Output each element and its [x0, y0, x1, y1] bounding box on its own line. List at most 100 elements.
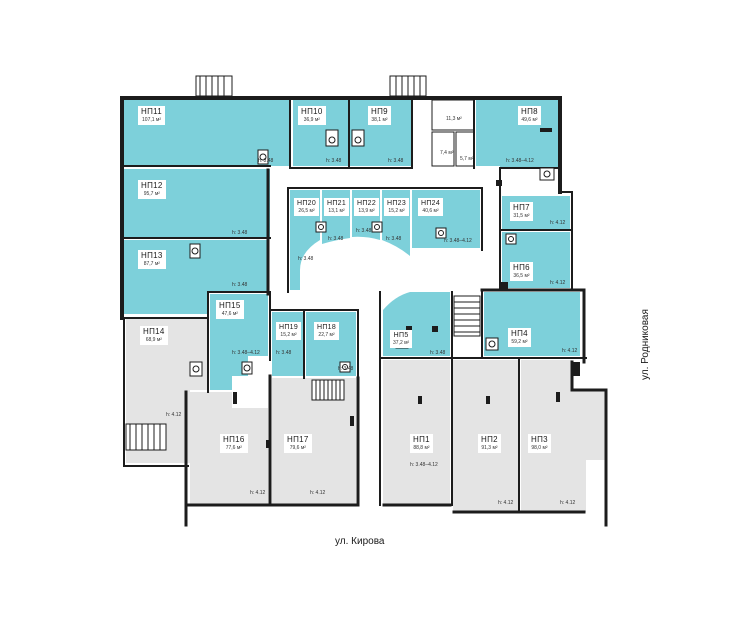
height-np17: h: 4.12: [310, 490, 326, 496]
unit-area: 107,1 м²: [142, 117, 162, 123]
unit-area: 37,2 м²: [393, 340, 410, 346]
unit-area: 77,6 м²: [225, 445, 242, 451]
height-np10: h: 3.48: [326, 158, 342, 164]
label-np12: НП12 95,7 м²: [138, 180, 166, 199]
unit-area: 79,6 м²: [289, 445, 306, 451]
label-np24: НП24 40,6 м²: [418, 198, 444, 216]
height-np8: h: 3.48–4.12: [506, 158, 534, 164]
street-right: ул. Родниковая: [640, 309, 651, 380]
unit-area: 91,3 м²: [481, 445, 498, 451]
unit-np1[interactable]: [383, 360, 450, 505]
unit-name: НП4: [511, 329, 528, 338]
label-np2: НП2 91,3 м²: [478, 434, 501, 453]
height-np19: h: 3.48: [276, 350, 292, 356]
unit-np17[interactable]: [272, 378, 356, 505]
height-np14: h: 4.12: [166, 412, 182, 418]
unit-name: НП6: [513, 263, 530, 272]
height-np4: h: 4.12: [562, 348, 578, 354]
unit-name: НП22: [357, 200, 377, 207]
unit-np3[interactable]: [521, 360, 606, 512]
unit-area: 87,7 м²: [143, 261, 160, 267]
unit-name: НП9: [371, 107, 388, 116]
height-np6: h: 4.12: [550, 280, 566, 286]
unit-name: НП14: [143, 327, 165, 336]
label-np20: НП20 26,5 м²: [294, 198, 320, 216]
room-c-area: 5,7 м²: [460, 156, 474, 162]
unit-area: 40,6 м²: [422, 208, 439, 214]
columns: [233, 128, 580, 448]
unit-area: 59,2 м²: [511, 339, 528, 345]
room-b-area: 7,4 м²: [440, 150, 454, 156]
unit-area: 15,2 м²: [388, 208, 405, 214]
height-np13: h: 3.48: [232, 282, 248, 288]
unit-name: НП12: [141, 181, 163, 190]
room-a: [431, 99, 475, 131]
label-np11: НП11 107,1 м²: [138, 106, 166, 125]
aux-rooms: [431, 99, 475, 167]
height-np23: h: 3.48: [386, 236, 402, 242]
unit-name: НП13: [141, 251, 163, 260]
label-np23: НП23 15,2 м²: [384, 198, 410, 216]
label-np5: НП5 37,2 м²: [390, 330, 413, 348]
room-b: [431, 131, 455, 167]
label-np1: НП1 88,8 м²: [410, 434, 433, 453]
toilet-icon: [189, 129, 555, 377]
height-np22: h: 3.48: [356, 228, 372, 234]
stair-icon: [453, 295, 481, 337]
unit-area: 47,6 м²: [221, 311, 238, 317]
unit-area: 26,5 м²: [298, 208, 315, 214]
unit-name: НП20: [297, 200, 317, 207]
label-np8: НП8 49,6 м²: [518, 106, 541, 125]
height-np18: h: 3.48: [338, 366, 354, 372]
stair-icon: [195, 75, 427, 97]
label-np7: НП7 31,5 м²: [510, 202, 533, 221]
unit-area: 22,7 м²: [318, 332, 335, 338]
label-np3: НП3 98,0 м²: [528, 434, 551, 453]
unit-name: НП10: [301, 107, 323, 116]
unit-name: НП19: [279, 324, 299, 331]
walls: [120, 96, 608, 527]
label-np14: НП14 68,9 м²: [140, 326, 168, 345]
unit-name: НП24: [421, 200, 441, 207]
label-np15: НП15 47,6 м²: [216, 300, 244, 319]
unit-name: НП5: [393, 332, 409, 339]
height-np24: h: 3.48–4.12: [444, 238, 472, 244]
label-np19: НП19 15,2 м²: [276, 322, 302, 340]
label-np6: НП6 36,5 м²: [510, 262, 533, 281]
label-np13: НП13 87,7 м²: [138, 250, 166, 269]
height-np12: h: 3.48: [232, 230, 248, 236]
unit-area: 38,1 м²: [371, 117, 388, 123]
height-np21: h: 3.48: [328, 236, 344, 242]
room-a-area: 11,3 м²: [446, 116, 462, 122]
unit-area: 15,2 м²: [280, 332, 297, 338]
label-np21: НП21 13,1 м²: [324, 198, 350, 216]
unit-area: 36,9 м²: [303, 117, 320, 123]
height-np1: h: 3.48–4.12: [410, 462, 438, 468]
label-np16: НП16 77,6 м²: [220, 434, 248, 453]
unit-name: НП8: [521, 107, 538, 116]
height-np11: h: 3.48: [258, 158, 274, 164]
height-np9: h: 3.48: [388, 158, 404, 164]
unit-name: НП21: [327, 200, 347, 207]
unit-area: 68,9 м²: [145, 337, 162, 343]
unit-area: 31,5 м²: [513, 213, 530, 219]
unit-area: 88,8 м²: [413, 445, 430, 451]
label-np22: НП22 13,9 м²: [354, 198, 380, 216]
unit-name: НП23: [387, 200, 407, 207]
height-np20: h: 3.48: [298, 256, 314, 262]
unit-area: 49,6 м²: [521, 117, 538, 123]
height-np2: h: 4.12: [498, 500, 514, 506]
label-np10: НП10 36,9 м²: [298, 106, 326, 125]
stair-icon: [311, 379, 345, 401]
label-np4: НП4 59,2 м²: [508, 328, 531, 347]
label-np18: НП18 22,7 м²: [314, 322, 340, 340]
unit-name: НП3: [531, 435, 548, 444]
unit-area: 13,9 м²: [358, 208, 375, 214]
street-bottom: ул. Кирова: [335, 536, 385, 547]
unit-name: НП11: [141, 107, 163, 116]
unit-name: НП15: [219, 301, 241, 310]
height-np16: h: 4.12: [250, 490, 266, 496]
unit-name: НП2: [481, 435, 498, 444]
unit-name: НП17: [287, 435, 309, 444]
